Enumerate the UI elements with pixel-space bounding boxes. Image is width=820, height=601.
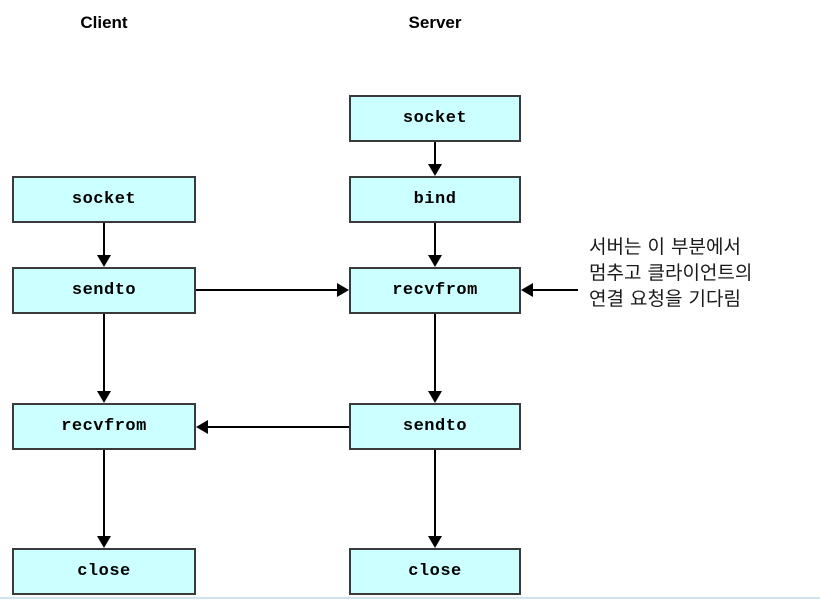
- connector-client-sendto-to-server-recvfrom: [196, 289, 338, 291]
- connector-server-recvfrom-to-sendto: [434, 314, 436, 391]
- node-label: close: [77, 562, 131, 581]
- annotation-text: 서버는 이 부분에서 멈추고 클라이언트의 연결 요청을 기다림: [589, 234, 814, 312]
- arrowhead-right-icon: [337, 283, 349, 297]
- column-heading-client: Client: [80, 13, 128, 32]
- arrowhead-down-icon: [428, 536, 442, 548]
- connector-client-sendto-to-recvfrom: [103, 314, 105, 391]
- column-heading-server: Server: [408, 13, 462, 32]
- arrowhead-down-icon: [97, 255, 111, 267]
- connector-server-bind-to-recvfrom: [434, 223, 436, 255]
- arrowhead-down-icon: [97, 391, 111, 403]
- arrowhead-down-icon: [428, 391, 442, 403]
- node-label: close: [408, 562, 462, 581]
- node-client-close[interactable]: close: [12, 548, 196, 595]
- node-label: sendto: [71, 281, 137, 300]
- node-label: bind: [413, 190, 457, 209]
- node-server-socket[interactable]: socket: [349, 95, 521, 142]
- annotation-line-3: 연결 요청을 기다림: [589, 288, 741, 310]
- node-label: recvfrom: [61, 417, 147, 436]
- connector-server-socket-to-bind: [434, 142, 436, 168]
- arrowhead-down-icon: [97, 536, 111, 548]
- annotation-line-1: 서버는 이 부분에서: [589, 236, 741, 258]
- connector-client-socket-to-sendto: [103, 223, 105, 255]
- connector-client-recvfrom-to-close: [103, 450, 105, 536]
- connector-annotation-to-server-recvfrom: [533, 289, 578, 291]
- node-server-close[interactable]: close: [349, 548, 521, 595]
- node-client-socket[interactable]: socket: [12, 176, 196, 223]
- arrowhead-left-icon: [521, 283, 533, 297]
- node-client-sendto[interactable]: sendto: [12, 267, 196, 314]
- arrowhead-left-icon: [196, 420, 208, 434]
- node-server-recvfrom[interactable]: recvfrom: [349, 267, 521, 314]
- connector-server-sendto-to-client-recvfrom: [208, 426, 349, 428]
- node-server-sendto[interactable]: sendto: [349, 403, 521, 450]
- arrowhead-down-icon: [428, 164, 442, 176]
- annotation-line-2: 멈추고 클라이언트의: [589, 262, 753, 284]
- node-label: recvfrom: [392, 281, 478, 300]
- bottom-divider: [0, 597, 820, 599]
- connector-server-sendto-to-close: [434, 450, 436, 536]
- node-server-bind[interactable]: bind: [349, 176, 521, 223]
- node-label: sendto: [402, 417, 468, 436]
- node-label: socket: [402, 109, 468, 128]
- node-client-recvfrom[interactable]: recvfrom: [12, 403, 196, 450]
- arrowhead-down-icon: [428, 255, 442, 267]
- node-label: socket: [71, 190, 137, 209]
